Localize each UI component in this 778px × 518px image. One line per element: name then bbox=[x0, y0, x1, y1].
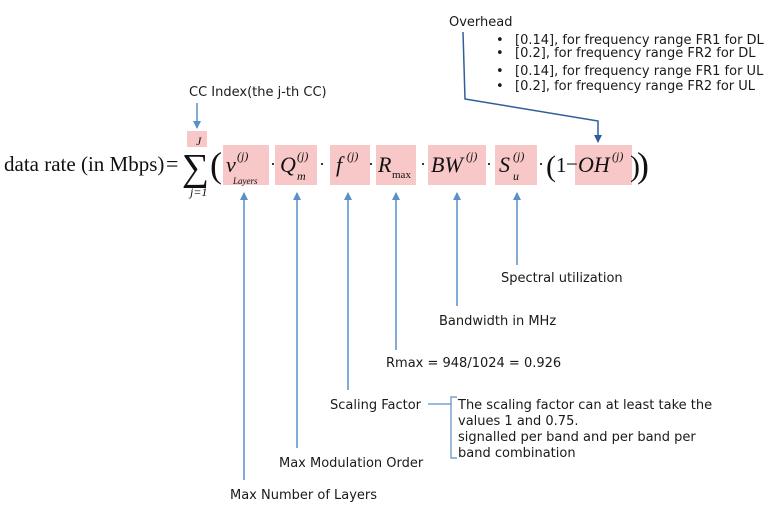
term-bandwidth-symbol: BW bbox=[431, 152, 464, 177]
overhead-bullet: • bbox=[496, 79, 504, 94]
label-cc-index: CC Index(the j-th CC) bbox=[189, 85, 327, 100]
term-bandwidth-sup: (j) bbox=[466, 149, 477, 163]
overhead-list: • [0.14], for frequency range FR1 for DL… bbox=[496, 33, 765, 94]
outer-open-paren: ( bbox=[210, 145, 222, 185]
overhead-item: [0.14], for frequency range FR1 for UL bbox=[515, 64, 764, 79]
outer-close-paren: ) bbox=[637, 145, 649, 185]
highlight-upper-limit bbox=[187, 131, 207, 147]
sigma-symbol: ∑ bbox=[182, 147, 209, 189]
label-rmax: Rmax = 948/1024 = 0.926 bbox=[386, 356, 561, 371]
term-spectral-sup: (j) bbox=[513, 149, 524, 163]
term-minus: − bbox=[566, 152, 578, 176]
term-spectral-symbol: S bbox=[499, 152, 510, 177]
overhead-item: [0.2], for frequency range FR2 for UL bbox=[515, 79, 756, 94]
dot-5: · bbox=[486, 154, 492, 174]
overhead-item: [0.14], for frequency range FR1 for DL bbox=[515, 33, 765, 48]
highlight-bandwidth bbox=[428, 145, 486, 185]
term-scaling-symbol: f bbox=[336, 152, 345, 177]
label-bandwidth: Bandwidth in MHz bbox=[439, 314, 556, 329]
term-layers-sub: Layers bbox=[232, 176, 258, 186]
sigma-lower-limit: j=1 bbox=[188, 185, 207, 199]
formula-equals: = bbox=[166, 151, 178, 176]
term-modulation-sub: m bbox=[297, 169, 306, 183]
term-rmax-sub: max bbox=[392, 169, 411, 181]
label-overhead-title: Overhead bbox=[449, 15, 513, 30]
arrow-overhead bbox=[462, 31, 602, 143]
term-one: 1 bbox=[556, 153, 567, 177]
term-modulation-symbol: Q bbox=[280, 152, 296, 177]
highlight-scaling bbox=[330, 145, 370, 185]
overhead-bullet: • bbox=[496, 64, 504, 79]
scaling-note-bracket bbox=[450, 396, 457, 459]
dot-6: · bbox=[538, 154, 544, 174]
scaling-note-line: band combination bbox=[458, 446, 576, 461]
label-max-modulation: Max Modulation Order bbox=[279, 456, 424, 471]
term-spectral-sub: u bbox=[513, 169, 519, 183]
sigma-upper-limit: J bbox=[196, 134, 202, 148]
term-layers-sup: (j) bbox=[237, 149, 248, 163]
dot-1: · bbox=[270, 154, 276, 174]
term-modulation-sup: (j) bbox=[297, 149, 308, 163]
highlight-rmax bbox=[376, 145, 416, 185]
highlight-boxes bbox=[187, 131, 632, 185]
highlight-layers bbox=[223, 145, 269, 185]
dot-2: · bbox=[319, 154, 325, 174]
label-spectral-utilization: Spectral utilization bbox=[501, 271, 623, 286]
dot-4: · bbox=[420, 154, 426, 174]
overhead-item: [0.2], for frequency range FR2 for DL bbox=[515, 46, 756, 61]
inner-close-paren: ) bbox=[630, 150, 640, 183]
label-scaling-factor: Scaling Factor bbox=[330, 398, 422, 413]
term-overhead-symbol: OH bbox=[578, 152, 611, 177]
overhead-bullet: • bbox=[496, 33, 504, 48]
formula-lhs: data rate (in Mbps) bbox=[4, 152, 164, 176]
scaling-note-line: signalled per band and per band per bbox=[458, 430, 696, 445]
dot-3: · bbox=[368, 154, 374, 174]
term-rmax-symbol: R bbox=[377, 152, 392, 177]
term-scaling-sup: (j) bbox=[347, 149, 358, 163]
inner-open-paren: ( bbox=[546, 150, 556, 183]
highlight-modulation bbox=[275, 145, 317, 185]
term-layers-symbol: v bbox=[226, 152, 236, 177]
overhead-bullet: • bbox=[496, 46, 504, 61]
scaling-note-line: values 1 and 0.75. bbox=[458, 414, 579, 429]
scaling-note: The scaling factor can at least take the… bbox=[457, 398, 712, 461]
highlight-overhead bbox=[575, 145, 632, 185]
label-max-layers: Max Number of Layers bbox=[230, 488, 377, 503]
term-overhead-sup: (j) bbox=[612, 149, 623, 163]
scaling-note-line: The scaling factor can at least take the bbox=[457, 398, 712, 413]
highlight-spectral bbox=[495, 145, 537, 185]
